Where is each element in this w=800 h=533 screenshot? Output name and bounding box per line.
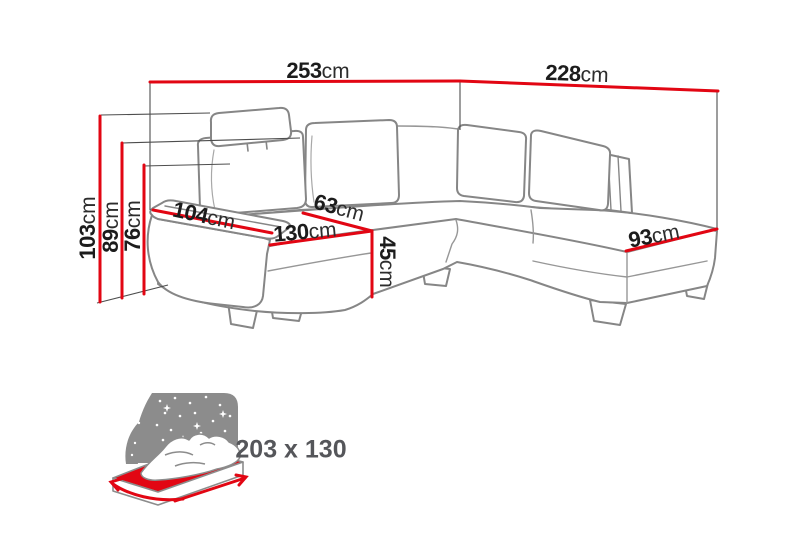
dim-label-228cm: 228cm — [544, 59, 609, 88]
bed-with-night-sky-icon — [108, 393, 249, 506]
dim-unit: cm — [580, 63, 609, 88]
duvet — [140, 433, 241, 481]
dimension-line-253 — [148, 79, 462, 84]
sofa-back-cushions — [196, 119, 612, 217]
dimension-line-63 — [301, 211, 374, 233]
dim-unit: cm — [100, 201, 123, 230]
dim-label-130cm: 130cm — [272, 218, 338, 247]
sofa-headrest — [209, 106, 293, 152]
dim-value: 45 — [375, 236, 400, 260]
dim-value: 76 — [120, 228, 145, 252]
dimension-line-93 — [624, 227, 719, 253]
guide-lines — [96, 81, 718, 304]
sleeping-area-label: 203 x 130 — [235, 435, 347, 464]
dim-label-89cm: 89cm — [98, 201, 123, 252]
dim-label-45cm: 45cm — [375, 236, 400, 288]
bed-dimension-arrows — [108, 473, 249, 503]
dim-unit: cm — [307, 218, 338, 244]
dim-value: 103 — [75, 224, 100, 260]
dim-unit: cm — [321, 60, 350, 83]
dim-label-76cm: 76cm — [120, 200, 145, 252]
dim-label-103cm: 103cm — [75, 196, 100, 260]
dim-value: 253 — [286, 58, 322, 83]
dimension-line-228 — [458, 79, 720, 93]
dim-unit: cm — [77, 196, 100, 225]
dim-unit: cm — [122, 200, 145, 229]
dim-unit: cm — [375, 259, 398, 288]
dim-value: 228 — [544, 59, 582, 87]
sofa-seams — [267, 125, 708, 304]
dim-label-253cm: 253cm — [286, 58, 350, 83]
dimension-line-104 — [151, 208, 274, 235]
dimension-line-130 — [268, 229, 374, 247]
sleeping-area-value: 203 x 130 — [235, 435, 347, 464]
dimension-lines — [98, 79, 720, 304]
dim-value: 130 — [272, 218, 310, 247]
